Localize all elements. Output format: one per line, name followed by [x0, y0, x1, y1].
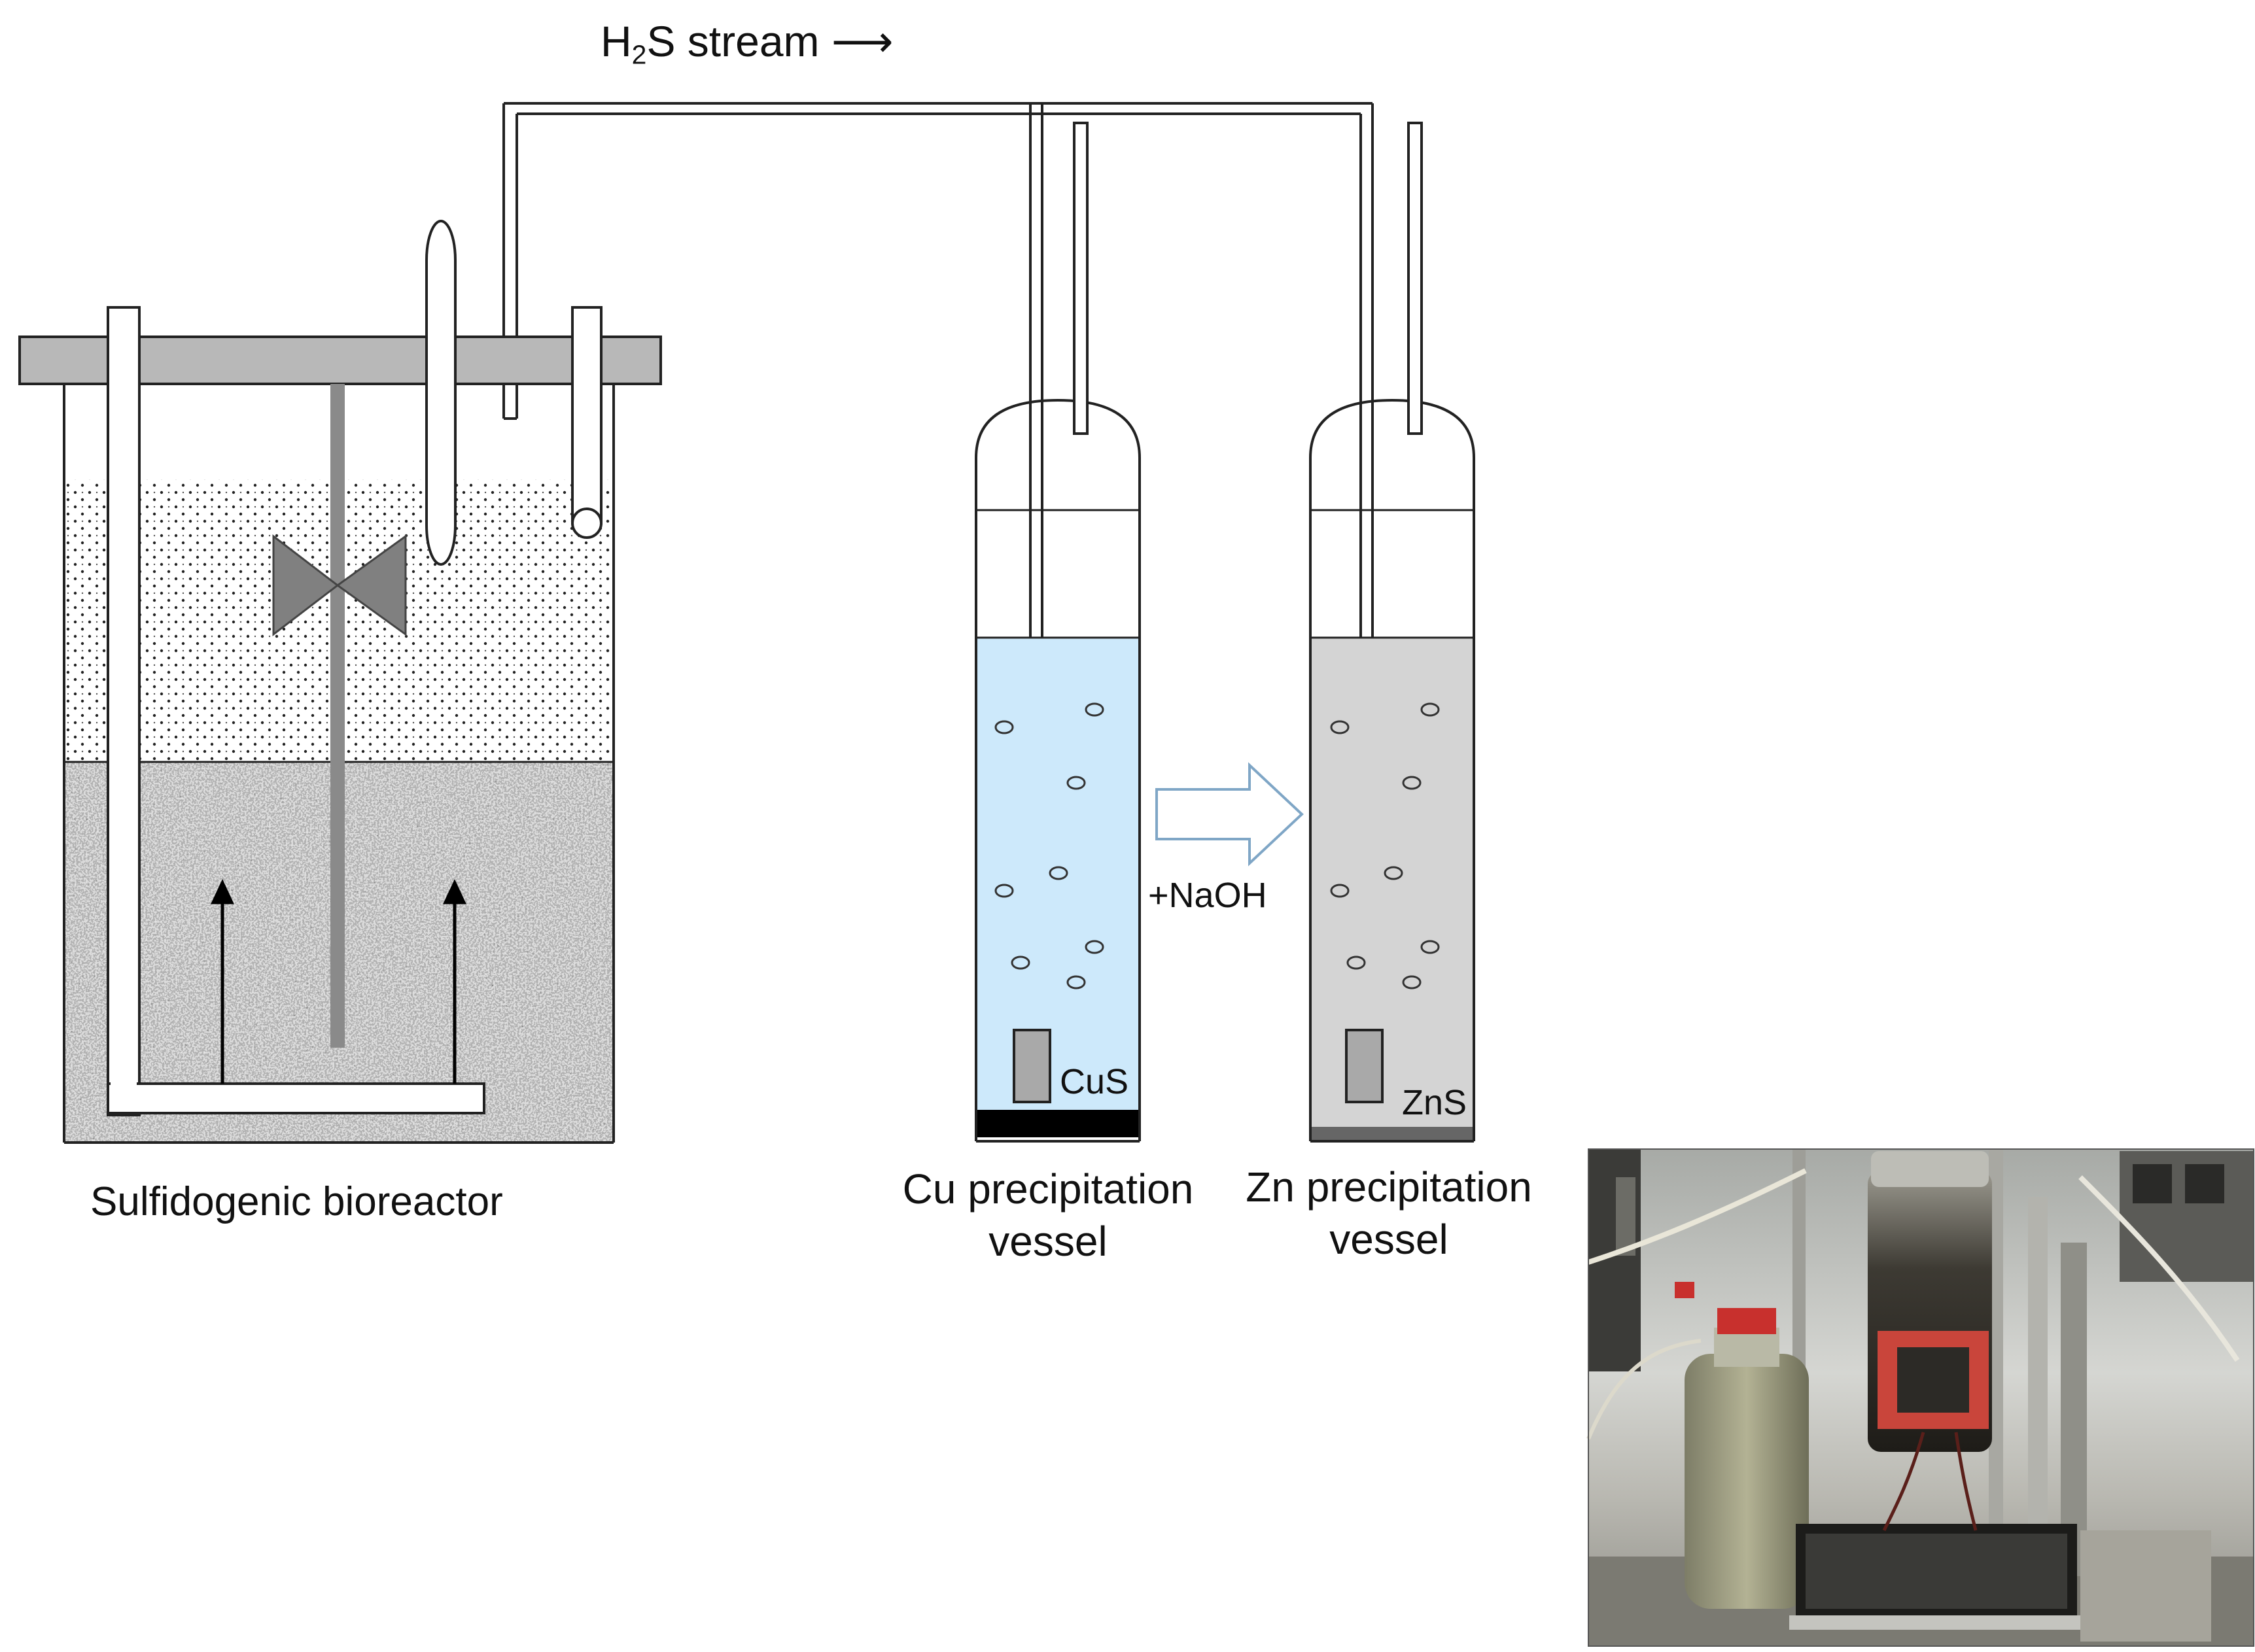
cu-vessel-label-line2: vessel: [988, 1218, 1108, 1265]
cus-deposit: [976, 1110, 1140, 1137]
cu-vessel-label: Cu precipitation vessel: [884, 1163, 1212, 1267]
zn-gas-diffuser: [1345, 1029, 1384, 1103]
naoh-label: +NaOH: [1148, 876, 1267, 915]
zn-bubbles: [1330, 702, 1440, 989]
transfer-arrow-icon: [1155, 762, 1304, 867]
cu-precipitation-vessel: [975, 122, 1141, 1143]
cu-liquid: [976, 638, 1140, 1110]
cu-bubbles: [994, 702, 1104, 989]
impeller-icon: [272, 534, 340, 637]
distributor-pipe: [107, 1082, 485, 1114]
zn-gas-vent: [1407, 122, 1423, 435]
zn-vessel-label-line1: Zn precipitation: [1246, 1163, 1532, 1211]
h2s-subscript: 2: [631, 39, 647, 70]
upflow-arrows: [211, 879, 466, 1084]
cus-label: CuS: [1060, 1062, 1129, 1101]
zns-deposit: [1310, 1127, 1474, 1141]
cu-gas-diffuser: [1013, 1029, 1051, 1103]
zns-label: ZnS: [1402, 1083, 1467, 1122]
stirrer-shaft: [330, 384, 345, 1048]
zn-liquid: [1310, 638, 1474, 1127]
zn-vessel-label-line2: vessel: [1329, 1216, 1448, 1263]
lab-setup-photo: [1586, 1148, 2254, 1647]
h2s-h: H: [601, 17, 632, 65]
probe-tube: [425, 220, 457, 566]
h2s-stream-label: H2S stream ⟶: [601, 16, 893, 70]
zn-vessel-label: Zn precipitation vessel: [1225, 1161, 1552, 1265]
sulfidogenic-bioreactor: [18, 220, 662, 1144]
outlet-tube: [571, 306, 603, 525]
cu-vessel-label-line1: Cu precipitation: [902, 1165, 1194, 1213]
bioreactor-label: Sulfidogenic bioreactor: [90, 1179, 503, 1224]
cu-gas-vent: [1073, 122, 1089, 435]
h2s-rest: S stream ⟶: [646, 17, 894, 65]
zn-precipitation-vessel: [1309, 122, 1475, 1143]
inlet-tube: [107, 306, 141, 1116]
